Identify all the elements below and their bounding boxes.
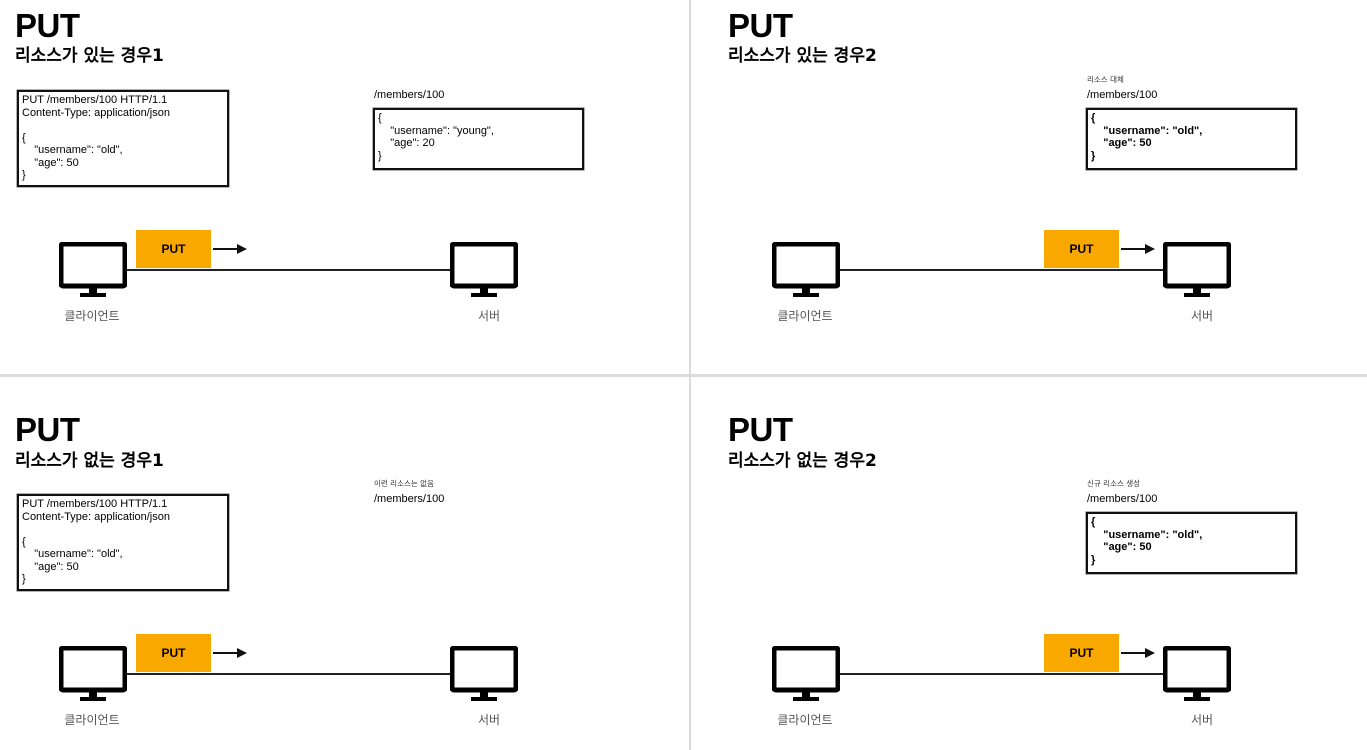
resource-line: } [1091, 553, 1096, 566]
request-message-box: PUT /members/100 HTTP/1.1 Content-Type: … [17, 494, 229, 591]
resource-line: { [1091, 112, 1096, 124]
put-request-badge: PUT [1044, 634, 1119, 672]
client-label: 클라이언트 [64, 713, 120, 727]
server-label: 서버 [477, 713, 501, 727]
resource-line: } [378, 149, 382, 162]
server-resource-path: /members/100 [1087, 89, 1158, 101]
client-label: 클라이언트 [64, 309, 120, 323]
server-label: 서버 [1190, 309, 1214, 323]
client-label: 클라이언트 [777, 309, 833, 323]
request-body-line: } [22, 169, 26, 181]
slide-panel-2: PUT 리소스가 있는 경우2 리소스 대체 /members/100 { "u… [691, 0, 1367, 374]
server-monitor-icon [1163, 646, 1231, 701]
server-monitor-icon [1163, 242, 1231, 297]
slide-subtitle: 리소스가 없는 경우2 [728, 451, 877, 471]
resource-line: "username": "old", [1091, 124, 1203, 137]
request-body-line: "username": "old", [22, 548, 123, 560]
resource-line: { [1091, 516, 1096, 528]
server-resource-box: { "username": "old", "age": 50 } [1086, 108, 1297, 170]
client-monitor-icon [59, 242, 127, 297]
request-body-line: "age": 50 [22, 156, 79, 169]
put-request-badge: PUT [136, 634, 211, 672]
resource-line: "age": 50 [1091, 541, 1152, 553]
slide-subtitle: 리소스가 없는 경우1 [15, 451, 164, 471]
request-body-line: "username": "old", [22, 144, 123, 156]
resource-line: { [378, 112, 382, 124]
arrow-right-icon [213, 648, 247, 658]
resource-line: "username": "young", [378, 124, 494, 137]
slide-title: PUT [15, 7, 80, 44]
server-resource-path: /members/100 [374, 493, 445, 505]
server-label: 서버 [477, 309, 501, 323]
request-body-line: } [22, 573, 26, 585]
network-connection-line [126, 673, 451, 675]
request-blank-line [22, 523, 224, 536]
slide-title: PUT [728, 7, 793, 44]
request-line: PUT /members/100 HTTP/1.1 [22, 94, 168, 106]
server-caption: 이런 리소스는 없음 [374, 479, 434, 488]
network-connection-line [839, 673, 1166, 675]
server-resource-box: { "username": "young", "age": 20 } [373, 108, 584, 170]
server-resource-path: /members/100 [374, 89, 445, 101]
server-resource-path: /members/100 [1087, 493, 1158, 505]
slide-panel-4: PUT 리소스가 없는 경우2 신규 리소스 생성 /members/100 {… [691, 377, 1367, 750]
slide-title: PUT [728, 411, 793, 448]
request-body-line: { [22, 535, 26, 548]
put-request-badge: PUT [1044, 230, 1119, 268]
network-connection-line [839, 269, 1166, 271]
server-caption: 리소스 대체 [1087, 75, 1124, 84]
request-message-box: PUT /members/100 HTTP/1.1 Content-Type: … [17, 90, 229, 187]
client-monitor-icon [772, 646, 840, 701]
resource-line: } [1091, 149, 1096, 162]
request-line: PUT /members/100 HTTP/1.1 [22, 498, 168, 510]
resource-line: "username": "old", [1091, 528, 1203, 541]
request-header-line: Content-Type: application/json [22, 106, 170, 119]
slide-subtitle: 리소스가 있는 경우1 [15, 46, 164, 66]
slide-title: PUT [15, 411, 80, 448]
server-monitor-icon [450, 646, 518, 701]
client-monitor-icon [772, 242, 840, 297]
resource-line: "age": 20 [378, 137, 435, 149]
server-label: 서버 [1190, 713, 1214, 727]
resource-line: "age": 50 [1091, 137, 1152, 149]
server-monitor-icon [450, 242, 518, 297]
request-body-line: "age": 50 [22, 560, 79, 573]
server-resource-box: { "username": "old", "age": 50 } [1086, 512, 1297, 574]
slide-subtitle: 리소스가 있는 경우2 [728, 46, 877, 66]
request-header-line: Content-Type: application/json [22, 510, 170, 523]
slide-panel-1: PUT 리소스가 있는 경우1 PUT /members/100 HTTP/1.… [0, 0, 689, 374]
arrow-right-icon [213, 244, 247, 254]
arrow-right-icon [1121, 244, 1155, 254]
network-connection-line [126, 269, 451, 271]
arrow-right-icon [1121, 648, 1155, 658]
server-caption: 신규 리소스 생성 [1087, 479, 1141, 488]
put-request-badge: PUT [136, 230, 211, 268]
client-monitor-icon [59, 646, 127, 701]
request-body-line: { [22, 131, 26, 144]
client-label: 클라이언트 [777, 713, 833, 727]
request-blank-line [22, 119, 224, 132]
slide-panel-3: PUT 리소스가 없는 경우1 PUT /members/100 HTTP/1.… [0, 377, 689, 750]
